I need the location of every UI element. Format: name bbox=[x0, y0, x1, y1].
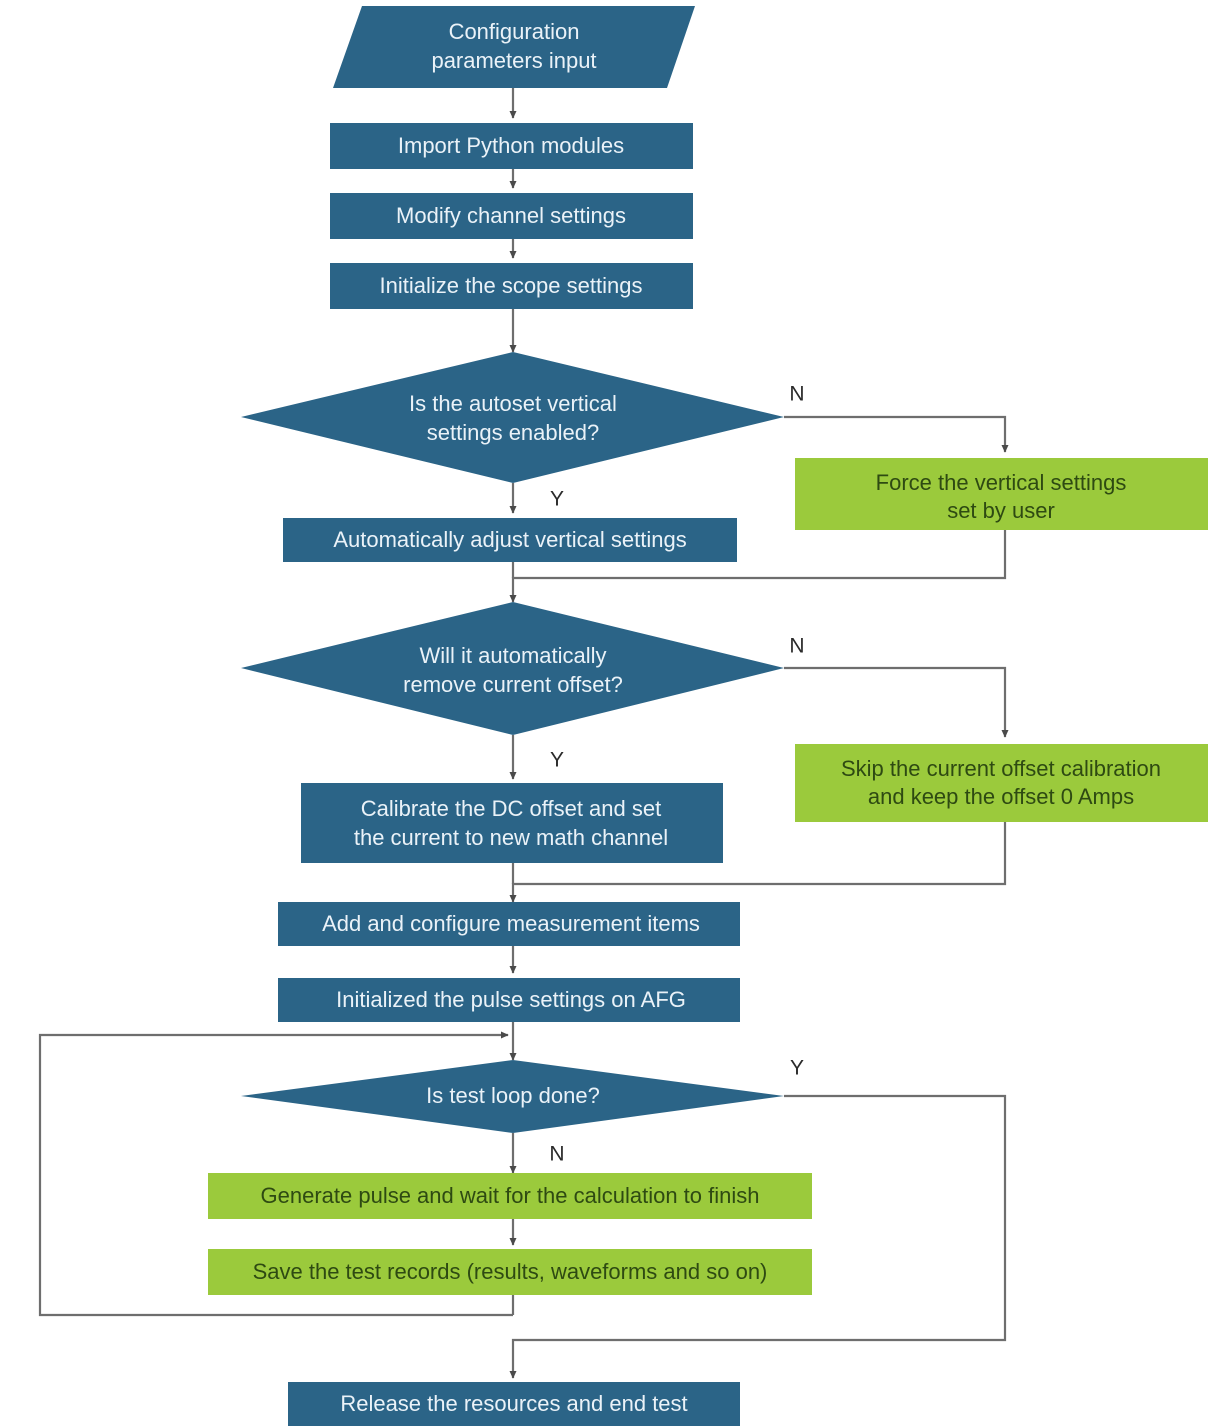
calibrate-line-1: Calibrate the DC offset and set bbox=[361, 796, 661, 821]
node-release-resources[interactable]: Release the resources and end test bbox=[288, 1382, 740, 1426]
node-add-measurements[interactable]: Add and configure measurement items bbox=[278, 902, 740, 946]
config-input-line-1: Configuration bbox=[449, 19, 580, 44]
import-modules-label: Import Python modules bbox=[398, 133, 624, 158]
calibrate-shape bbox=[301, 783, 723, 863]
remove-offset-decision-shape bbox=[241, 602, 784, 735]
auto-adjust-shape bbox=[283, 518, 737, 562]
edge-label-offset-yes: Y bbox=[550, 749, 564, 772]
node-save-records[interactable]: Save the test records (results, waveform… bbox=[208, 1249, 812, 1295]
connector-autoset-no-to-force bbox=[784, 415, 1009, 453]
node-init-pulse-afg[interactable]: Initialized the pulse settings on AFG bbox=[278, 978, 740, 1022]
node-generate-pulse[interactable]: Generate pulse and wait for the calculat… bbox=[208, 1173, 812, 1219]
node-init-scope[interactable]: Initialize the scope settings bbox=[330, 263, 693, 309]
generate-pulse-label: Generate pulse and wait for the calculat… bbox=[261, 1183, 760, 1208]
edge-label-offset-no: N bbox=[789, 635, 804, 658]
save-records-label: Save the test records (results, waveform… bbox=[253, 1259, 768, 1284]
connectors-group bbox=[38, 88, 1009, 1379]
edge-label-autoset-yes: Y bbox=[550, 488, 564, 511]
config-input-line-2: parameters input bbox=[431, 48, 596, 73]
release-resources-shape bbox=[288, 1382, 740, 1426]
calibrate-line-2: the current to new math channel bbox=[354, 825, 668, 850]
save-records-shape bbox=[208, 1249, 812, 1295]
node-autoset-vertical-decision[interactable]: Is the autoset vertical settings enabled… bbox=[241, 352, 784, 483]
generate-pulse-shape bbox=[208, 1173, 812, 1219]
release-resources-label: Release the resources and end test bbox=[340, 1391, 687, 1416]
node-calibrate-dc-offset[interactable]: Calibrate the DC offset and set the curr… bbox=[301, 783, 723, 863]
node-test-loop-decision[interactable]: Is test loop done? bbox=[241, 1060, 784, 1133]
node-config-input[interactable]: Configuration parameters input bbox=[333, 6, 695, 88]
connector-loop-yes-to-release bbox=[509, 1094, 1007, 1379]
modify-channel-shape bbox=[330, 193, 693, 239]
node-modify-channel[interactable]: Modify channel settings bbox=[330, 193, 693, 239]
remove-offset-line-1: Will it automatically bbox=[419, 643, 606, 668]
init-scope-label: Initialize the scope settings bbox=[380, 273, 643, 298]
autoset-decision-line-2: settings enabled? bbox=[427, 420, 599, 445]
connector-merge-to-add-measurements bbox=[509, 822, 1007, 903]
connector-offset-no-to-skip bbox=[784, 666, 1009, 738]
edge-label-autoset-no: N bbox=[789, 383, 804, 406]
skip-offset-shape bbox=[795, 744, 1208, 822]
node-remove-offset-decision[interactable]: Will it automatically remove current off… bbox=[241, 602, 784, 735]
autoset-decision-shape bbox=[241, 352, 784, 483]
force-vertical-shape bbox=[795, 458, 1208, 530]
skip-offset-line-2: and keep the offset 0 Amps bbox=[868, 784, 1134, 809]
init-pulse-afg-label: Initialized the pulse settings on AFG bbox=[336, 987, 686, 1012]
test-loop-decision-shape bbox=[241, 1060, 784, 1133]
remove-offset-line-2: remove current offset? bbox=[403, 672, 623, 697]
config-input-shape bbox=[333, 6, 695, 88]
test-loop-label: Is test loop done? bbox=[426, 1083, 600, 1108]
node-auto-adjust-vertical[interactable]: Automatically adjust vertical settings bbox=[283, 518, 737, 562]
modify-channel-label: Modify channel settings bbox=[396, 203, 626, 228]
force-vertical-line-1: Force the vertical settings bbox=[876, 470, 1127, 495]
init-scope-shape bbox=[330, 263, 693, 309]
connector-merge-to-offset-decision bbox=[509, 530, 1007, 603]
skip-offset-line-1: Skip the current offset calibration bbox=[841, 756, 1161, 781]
connector-loop-back bbox=[38, 1031, 513, 1317]
edge-label-loop-no: N bbox=[549, 1143, 564, 1166]
auto-adjust-label: Automatically adjust vertical settings bbox=[333, 527, 686, 552]
edge-label-loop-yes: Y bbox=[790, 1057, 804, 1080]
add-measurements-shape bbox=[278, 902, 740, 946]
node-skip-offset-calibration[interactable]: Skip the current offset calibration and … bbox=[795, 744, 1208, 822]
force-vertical-line-2: set by user bbox=[947, 498, 1055, 523]
node-import-modules[interactable]: Import Python modules bbox=[330, 123, 693, 169]
init-pulse-afg-shape bbox=[278, 978, 740, 1022]
autoset-decision-line-1: Is the autoset vertical bbox=[409, 391, 617, 416]
import-modules-shape bbox=[330, 123, 693, 169]
node-force-vertical[interactable]: Force the vertical settings set by user bbox=[795, 458, 1208, 530]
add-measurements-label: Add and configure measurement items bbox=[322, 911, 700, 936]
